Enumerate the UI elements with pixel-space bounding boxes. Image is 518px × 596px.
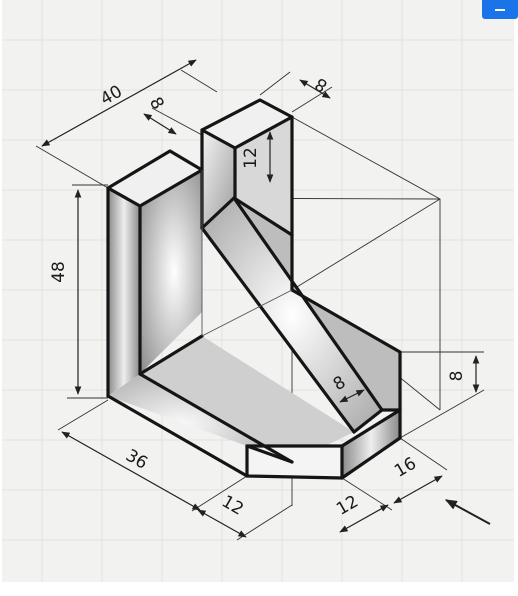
isometric-drawing: 40 8 8 12 48 36 12 12 16 8 8	[2, 0, 514, 582]
dim-line-top-depth	[41, 59, 197, 147]
rib-face	[202, 198, 382, 432]
base-top-face	[140, 336, 354, 462]
right-base-face	[342, 410, 400, 478]
dim-line-post-width	[143, 113, 177, 135]
dim-line-side-width	[393, 475, 443, 504]
dim-line-side-chamfer	[339, 504, 389, 533]
minus-icon	[495, 9, 505, 11]
dim-total-height: 48	[49, 261, 69, 283]
dim-line-front-length	[61, 431, 201, 511]
left-wall-inner-face	[140, 170, 202, 374]
dim-base-thickness: 8	[447, 371, 467, 382]
dim-line-front-chamfer	[197, 509, 247, 538]
dimension-lines	[41, 59, 480, 538]
hidden-edges	[201, 170, 293, 337]
post-top-face	[202, 100, 292, 148]
arrow-icon	[444, 499, 491, 525]
front-base-face	[108, 374, 292, 476]
dim-post-height: 12	[241, 147, 261, 169]
wall-top-face	[108, 151, 202, 206]
rib-side-face	[234, 198, 400, 410]
left-wall-face	[108, 188, 140, 396]
dim-line-rib-thickness	[339, 389, 365, 403]
dim-line-post-depth	[299, 79, 331, 99]
minimize-button[interactable]	[482, 0, 518, 19]
